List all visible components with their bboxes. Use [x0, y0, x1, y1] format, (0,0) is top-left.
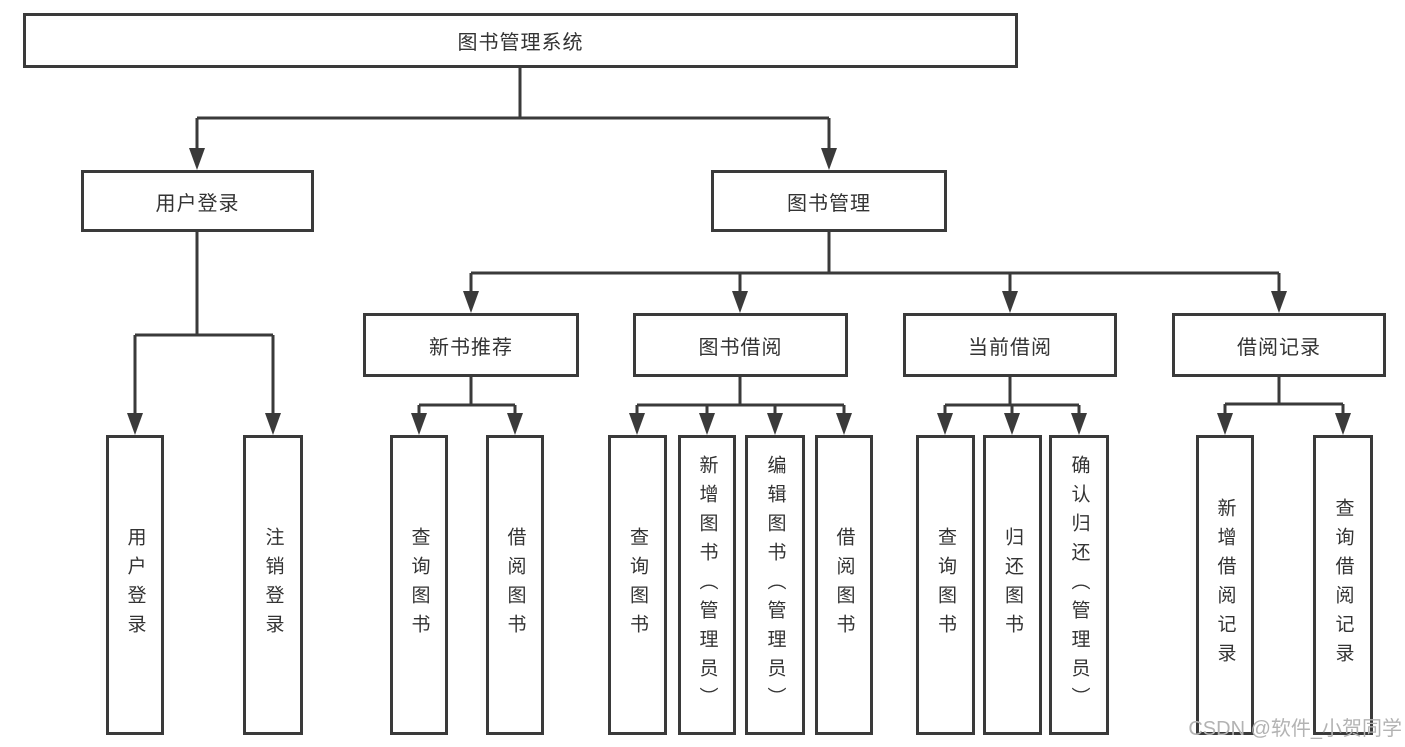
leaf-add-borrow-record-label: 新增借阅记录 [1214, 498, 1236, 672]
leaf-edit-book-admin-label: 编辑图书（管理员） [764, 454, 786, 716]
node-book-borrowing: 图书借阅 [633, 313, 848, 377]
arrowhead-icon [699, 413, 715, 435]
leaf-query-books-recommend: 查询图书 [390, 435, 448, 735]
leaf-borrow-books-recommend-label: 借阅图书 [504, 527, 526, 643]
arrowhead-icon [1335, 413, 1351, 435]
csdn-watermark: CSDN @软件_小贺同学 [1188, 718, 1402, 740]
leaf-borrow-books-label: 借阅图书 [833, 527, 855, 643]
arrowheads-group [127, 148, 1351, 435]
arrowhead-icon [937, 413, 953, 435]
leaf-query-books-borrow-label: 查询图书 [627, 527, 648, 643]
leaf-confirm-return-admin-label: 确认归还（管理员） [1068, 454, 1090, 716]
arrowhead-icon [629, 413, 645, 435]
leaf-add-book-admin: 新增图书（管理员） [678, 435, 736, 735]
leaf-query-books-recommend-label: 查询图书 [408, 527, 430, 643]
arrowhead-icon [1271, 291, 1287, 313]
arrowhead-icon [1217, 413, 1233, 435]
leaf-query-books-current-label: 查询图书 [935, 527, 956, 643]
arrowhead-icon [265, 413, 281, 435]
arrowhead-icon [127, 413, 143, 435]
node-book-management: 图书管理 [711, 170, 947, 232]
arrowhead-icon [1002, 291, 1018, 313]
leaf-query-books-borrow: 查询图书 [608, 435, 667, 735]
leaf-query-borrow-record: 查询借阅记录 [1313, 435, 1373, 735]
node-current-borrowing: 当前借阅 [903, 313, 1117, 377]
leaf-borrow-books-recommend: 借阅图书 [486, 435, 544, 735]
node-library-management-system: 图书管理系统 [23, 13, 1018, 68]
arrowhead-icon [732, 291, 748, 313]
arrowhead-icon [836, 413, 852, 435]
leaf-logout: 注销登录 [243, 435, 303, 735]
node-new-book-recommendation: 新书推荐 [363, 313, 579, 377]
leaf-query-books-current: 查询图书 [916, 435, 975, 735]
node-user-login: 用户登录 [81, 170, 314, 232]
leaf-confirm-return-admin: 确认归还（管理员） [1049, 435, 1109, 735]
arrowhead-icon [821, 148, 837, 170]
arrowhead-icon [1004, 413, 1020, 435]
leaf-logout-label: 注销登录 [262, 527, 284, 643]
connector-line [133, 68, 1345, 417]
node-borrowing-records: 借阅记录 [1172, 313, 1386, 377]
leaf-user-login-label: 用户登录 [124, 527, 146, 643]
leaf-edit-book-admin: 编辑图书（管理员） [745, 435, 805, 735]
arrowhead-icon [1071, 413, 1087, 435]
leaf-return-book: 归还图书 [983, 435, 1042, 735]
leaf-query-borrow-record-label: 查询借阅记录 [1332, 498, 1354, 672]
leaf-return-book-label: 归还图书 [1002, 527, 1023, 643]
arrowhead-icon [411, 413, 427, 435]
arrowhead-icon [463, 291, 479, 313]
arrowhead-icon [507, 413, 523, 435]
leaf-user-login: 用户登录 [106, 435, 164, 735]
leaf-add-borrow-record: 新增借阅记录 [1196, 435, 1254, 735]
arrowhead-icon [767, 413, 783, 435]
leaf-borrow-books: 借阅图书 [815, 435, 873, 735]
leaf-add-book-admin-label: 新增图书（管理员） [696, 454, 718, 716]
arrowhead-icon [189, 148, 205, 170]
